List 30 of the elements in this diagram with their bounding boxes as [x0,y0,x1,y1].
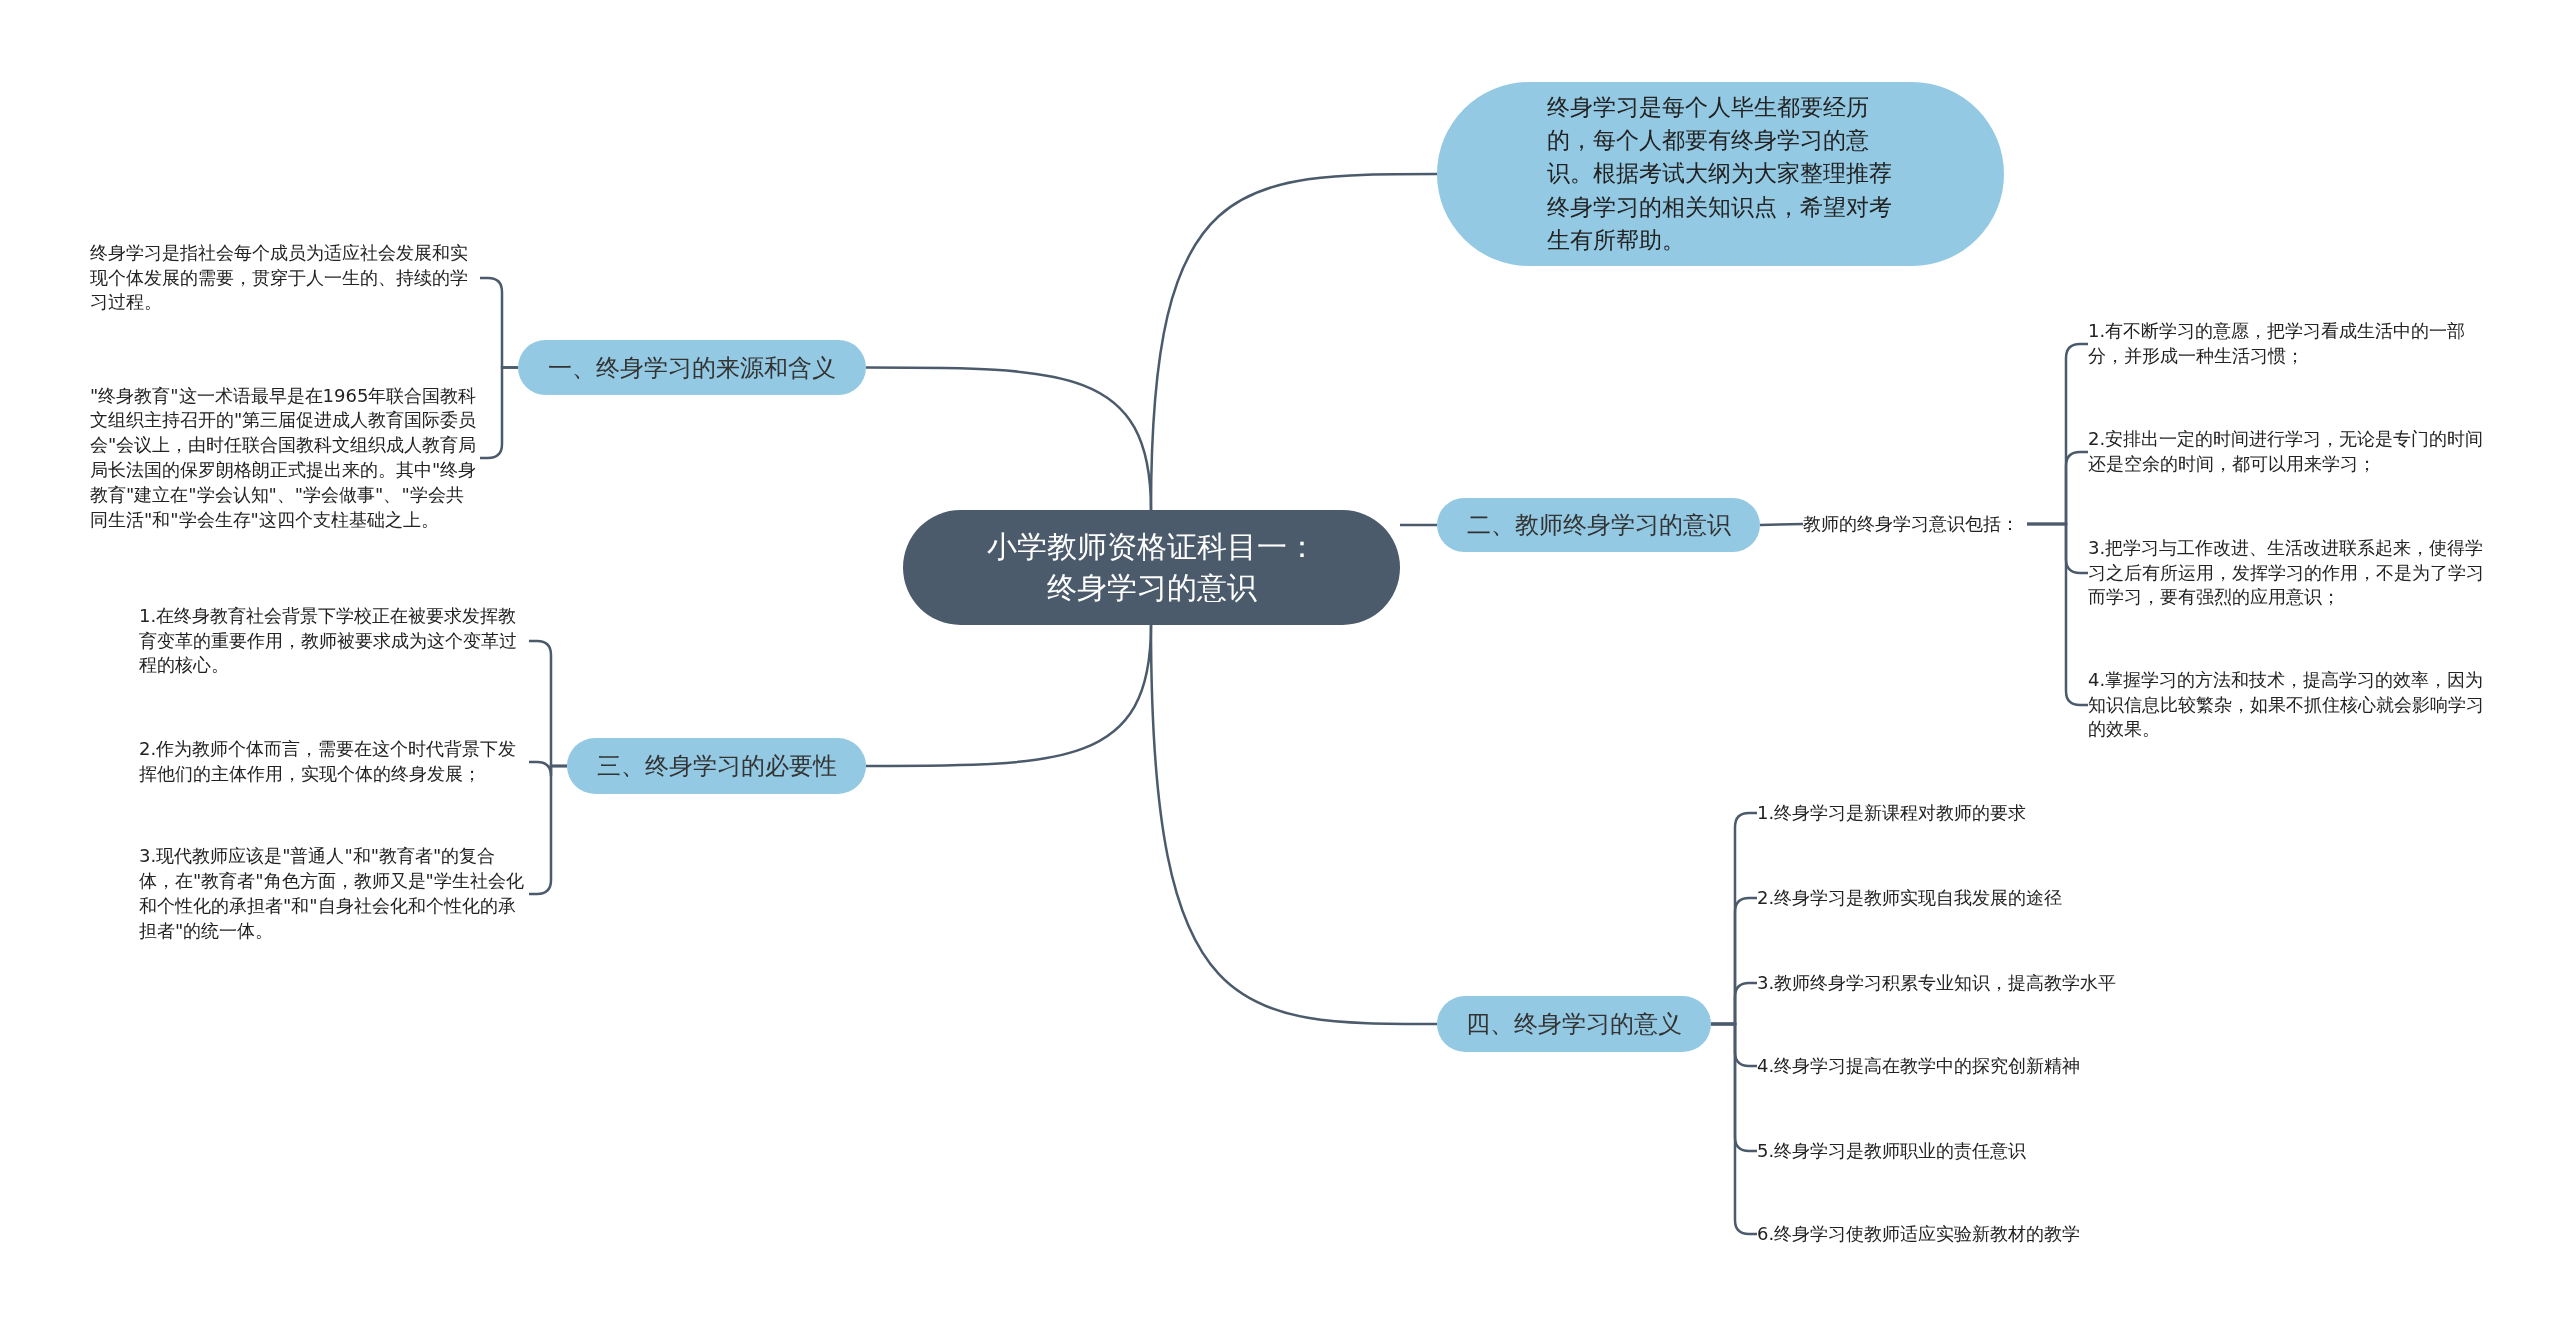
branch-topic [1437,996,1711,1052]
branch-topic [518,340,866,395]
leaf-text: "终身教育"这一术语最早是在1965年联合国教科文组织主持召开的"第三届促进成人教育国际委员会"会议上，由时任联合国教科文组织成人教育局局长法国的保罗朗格朗正式提出来的。其中"终身教育"建立在"学会认知"、"学会做事"、"学会共同生活"和"学会生存"这四个支柱基础之上。 [90,383,478,532]
leaf-text: 5.终身学习是教师职业的责任意识 [1757,1139,2027,1163]
branch-topic [1437,498,1760,552]
intro-text: 终身学习是每个人毕生都要经历的，每个人都要有终身学习的意识。根据考试大纲为大家整理推荐终身学习的相关知识点，希望对考生有所帮助。 [1547,92,1893,255]
leaf-text: 3.把学习与工作改进、生活改进联系起来，使得学习之后有所运用，发挥学习的作用，不是为了学习而学习，要有强烈的应用意识； [2088,535,2485,610]
leaf-text: 4.掌握学习的方法和技术，提高学习的效率，因为知识信息比较繁杂，如果不抓住核心就会影响学习的效果。 [2088,667,2485,742]
connector-line [1759,522,1804,527]
leaf-text: 1.有不断学习的意愿，把学习看成生活中的一部分，并形成一种生活习惯； [2088,319,2467,368]
connector-line [866,366,1153,511]
leaf-text: 1.终身学习是新课程对教师的要求 [1757,801,2027,825]
leaf-text: 1.在终身教育社会背景下学校正在被要求发挥教育变革的重要作用，教师被要求成为这个变革过程的核心。 [139,603,518,678]
leaf-text: 6.终身学习使教师适应实验新教材的教学 [1757,1222,2081,1246]
branch-text: 二、教师终身学习的意识 [1466,510,1731,541]
leaf-text: 2.作为教师个体而言，需要在这个时代背景下发挥他们的主体作用，实现个体的终身发展； [139,737,518,786]
branch-text: 三、终身学习的必要性 [596,751,837,782]
central-topic-text: 小学教师资格证科目一：终身学习的意识 [985,528,1318,607]
connector-line [1149,624,1437,1026]
leaf-text: 教师的终身学习意识包括： [1803,512,2019,536]
leaf-text: 3.现代教师应该是"普通人"和"教育者"的复合体，在"教育者"角色方面，教师又是"学生社会化和个性化的承担者"和"自身社会化和个性化的承担者"的统一体。 [139,844,525,943]
connector-line [1400,523,1437,527]
leaf-text: 4.终身学习提高在教学中的探究创新精神 [1757,1054,2081,1078]
leaf-text: 3.教师终身学习积累专业知识，提高教学水平 [1757,971,2117,995]
branch-text: 四、终身学习的意义 [1466,1009,1682,1040]
branch-topic [567,738,866,794]
branch-text: 一、终身学习的来源和含义 [548,352,836,384]
leaf-text: 2.终身学习是教师实现自我发展的途径 [1757,886,2063,910]
leaf-text: 2.安排出一定的时间进行学习，无论是专门的时间还是空余的时间，都可以用来学习； [2088,427,2485,476]
leaf-text: 终身学习是指社会每个成员为适应社会发展和实现个体发展的需要，贯穿于人一生的、持续的学习过程。 [90,240,469,315]
